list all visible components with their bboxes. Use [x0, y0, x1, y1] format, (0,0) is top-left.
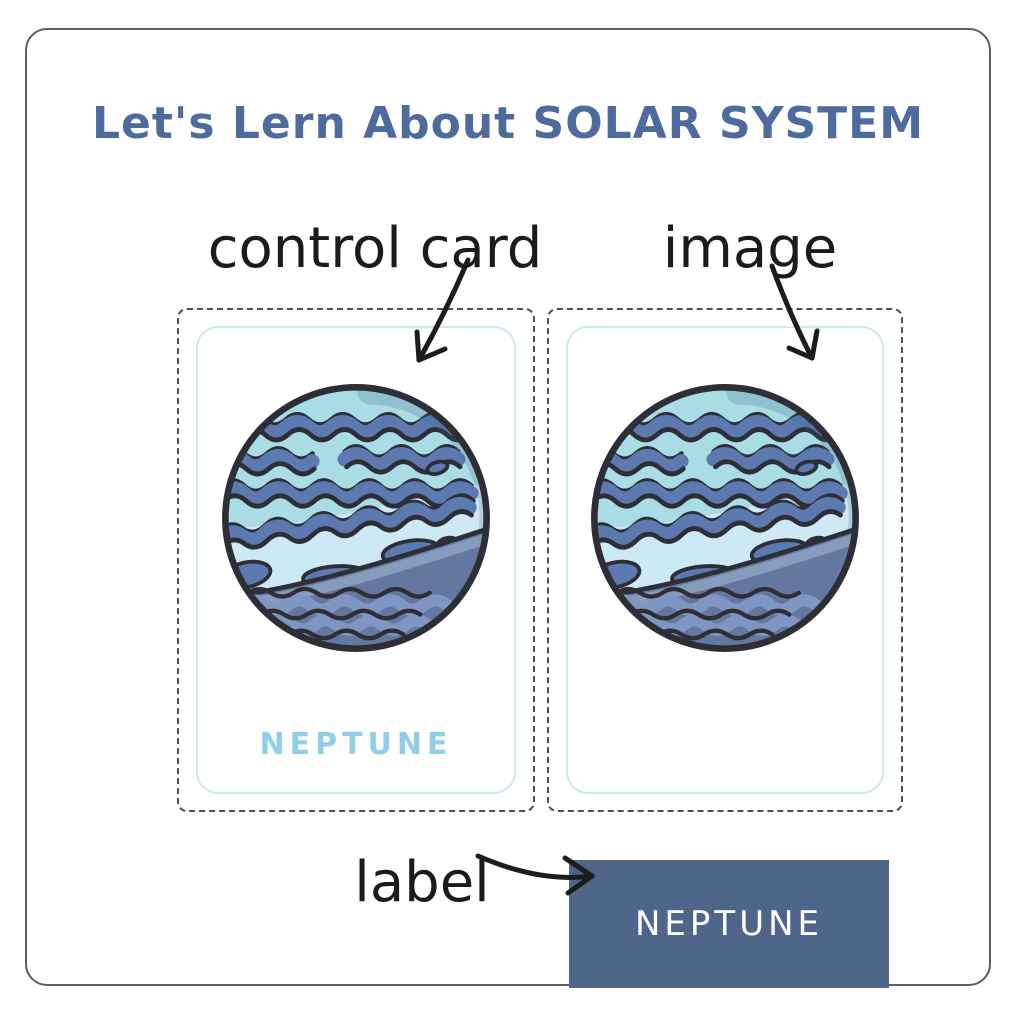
page-title: Let's Lern About SOLAR SYSTEM: [91, 98, 925, 149]
neptune-planet-illustration: [583, 376, 867, 660]
image-card: [547, 308, 903, 812]
control-card: NEPTUNE: [177, 308, 535, 812]
name-label-text: NEPTUNE: [635, 904, 823, 944]
name-label-card: NEPTUNE: [569, 860, 889, 988]
image-annotation: image: [662, 216, 838, 281]
control-card-caption: NEPTUNE: [259, 727, 453, 762]
neptune-planet-illustration: [214, 376, 498, 660]
label-annotation: label: [354, 850, 490, 915]
image-card-inner: [566, 326, 884, 794]
worksheet-frame: Let's Lern About SOLAR SYSTEM control ca…: [25, 28, 991, 988]
control-card-inner: NEPTUNE: [196, 326, 516, 794]
control-card-annotation: control card: [207, 216, 543, 281]
